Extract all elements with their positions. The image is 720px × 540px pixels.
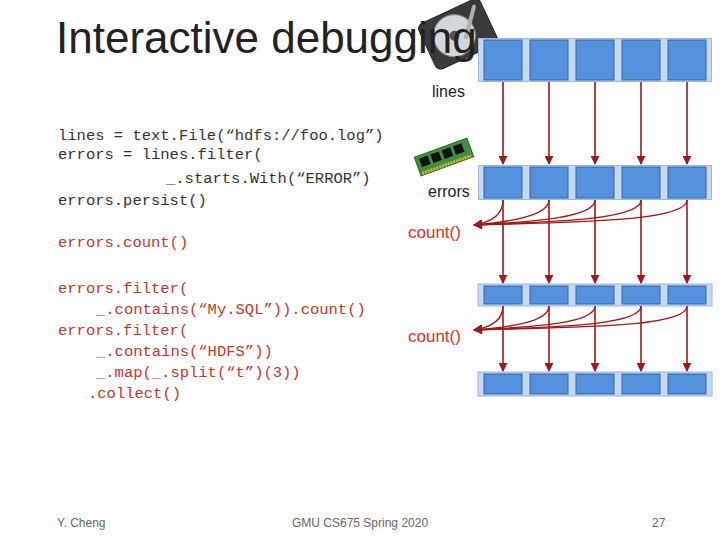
count-arrow [474, 306, 687, 330]
row-band [478, 372, 712, 396]
flow-arrow [548, 200, 550, 283]
dataset-row: errors [478, 165, 712, 200]
partition-block [576, 167, 614, 198]
code-line: _.starts.With(“ERROR”) [166, 170, 371, 189]
flow-arrow [686, 306, 688, 371]
flow-arrow [640, 200, 642, 283]
code-line: errors.filter( [58, 280, 188, 299]
count-arrow [474, 200, 687, 225]
flow-arrow [502, 306, 504, 371]
ram-chip [430, 151, 442, 163]
partition-block [668, 40, 706, 80]
code-line: errors.count() [58, 234, 188, 253]
flow-arrow [686, 82, 688, 164]
row-graphic [478, 38, 712, 82]
code-line: lines = text.File(“hdfs://foo.log”) [58, 127, 384, 146]
code-line: errors.filter( [58, 322, 188, 341]
code-line: errors.persist() [58, 192, 207, 211]
footer-text: 27 [652, 515, 665, 531]
partition-block [530, 286, 568, 304]
row-band [479, 166, 712, 200]
partition-block [484, 374, 522, 394]
count-arrow [474, 200, 549, 225]
flow-arrow [502, 82, 504, 164]
action-label: count() [408, 326, 461, 347]
flow-arrow [594, 82, 596, 164]
ram-contacts [422, 156, 471, 174]
row-band [479, 39, 712, 82]
slide-title: Interactive debugging [56, 12, 477, 64]
code-line: _.contains(“My.SQL”)).count() [96, 301, 366, 320]
flow-arrow [640, 82, 642, 164]
action-label: count() [408, 222, 461, 243]
count-arrow [474, 200, 641, 225]
count-arrows [474, 200, 687, 225]
partition-block [484, 40, 522, 80]
partition-block [484, 286, 522, 304]
ram-chip [442, 147, 454, 159]
ram-chip [419, 156, 431, 168]
partition-block [576, 374, 614, 394]
ram-icon [414, 138, 473, 176]
partition-block [622, 167, 660, 198]
dataset-row: lines [478, 38, 712, 82]
code-line: _.contains(“HDFS”)) [96, 343, 273, 362]
code-line: errors = lines.filter( [58, 146, 263, 165]
row-band [478, 284, 712, 306]
partition-block [530, 374, 568, 394]
footer-text: Y. Cheng [57, 515, 106, 531]
partition-block [668, 167, 706, 198]
count-arrow [474, 306, 641, 330]
flow-arrow [640, 306, 642, 371]
partition-block [622, 286, 660, 304]
count-arrows [474, 306, 687, 330]
ram-board [414, 138, 473, 176]
ram-chip [453, 143, 465, 155]
partition-block [668, 374, 706, 394]
partition-row [478, 284, 712, 306]
partition-row [478, 372, 712, 396]
partition-block [622, 374, 660, 394]
flow-arrow [594, 200, 596, 283]
partition-block [484, 167, 522, 198]
flow-arrow [594, 306, 596, 371]
flow-arrow [502, 200, 504, 283]
footer-text: GMU CS675 Spring 2020 [292, 515, 428, 531]
dataset-name: lines [432, 82, 465, 102]
flow-arrows [503, 200, 687, 371]
row-graphic [478, 165, 712, 200]
count-arrow [474, 306, 549, 330]
partition-block [622, 40, 660, 80]
count-arrow [474, 306, 503, 330]
dataset-name: errors [428, 182, 470, 202]
flow-arrow [548, 306, 550, 371]
partition-block [576, 286, 614, 304]
code-line: .collect() [88, 385, 181, 404]
partition-block [530, 167, 568, 198]
partition-block [668, 286, 706, 304]
code-line: _.map(_.split(“t”)(3)) [96, 364, 301, 383]
partition-block [530, 40, 568, 80]
partition-block [576, 40, 614, 80]
count-arrow [474, 200, 503, 225]
flow-arrow [548, 82, 550, 164]
flow-arrow [686, 200, 688, 283]
